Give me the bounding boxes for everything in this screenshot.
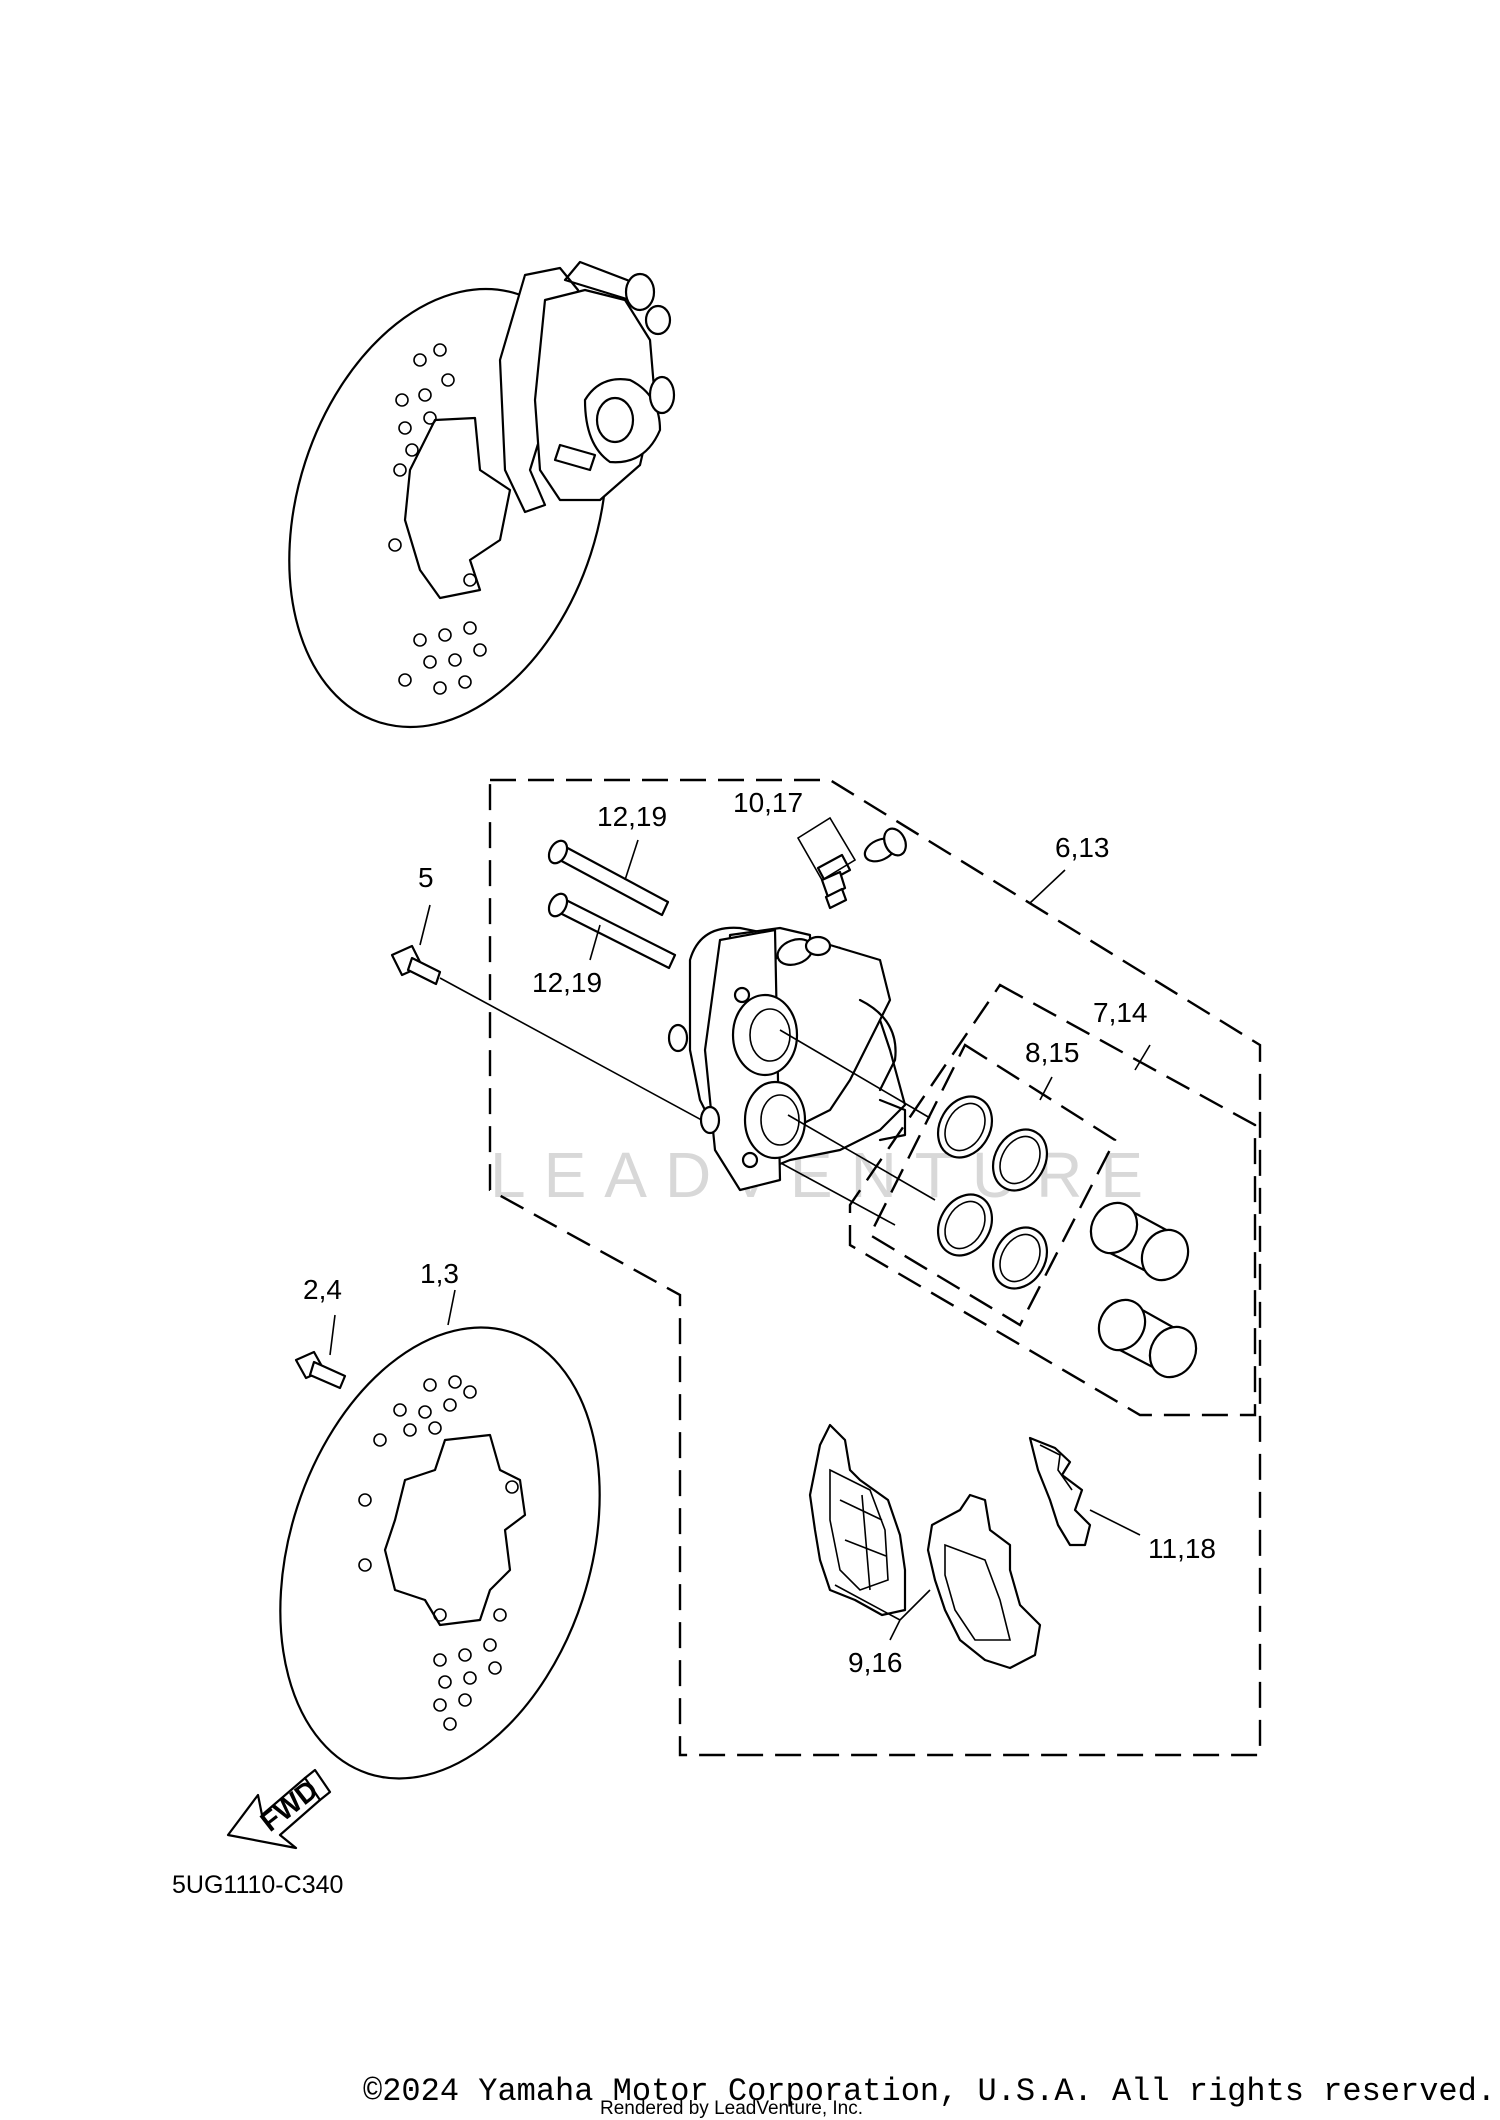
piston-seals [936,1095,1049,1290]
fwd-arrow-icon: FWD [226,1768,332,1850]
caliper-assy-outline [488,778,1262,1757]
brake-rotor [279,1326,601,1780]
bleed-screw [796,816,907,910]
slide-pin-lower [547,892,677,970]
label-pin-lower: 12,19 [532,967,602,998]
label-pin-upper: 12,19 [597,801,667,832]
label-caliper-assy: 6,13 [1055,832,1110,863]
brake-pad-rear [926,1493,1042,1670]
label-rotor: 1,3 [420,1258,459,1289]
pistons [1089,1201,1198,1379]
label-rotor-bolt: 2,4 [303,1274,342,1305]
label-bleed-screw: 10,17 [733,787,803,818]
seal-kit-outline [848,983,1257,1417]
overview-assembly [288,260,676,729]
label-pad-spring: 11,18 [1148,1533,1216,1564]
piston-seal-outline [868,1043,1117,1327]
caliper-bolt [390,944,896,1226]
caliper-body [667,926,936,1201]
label-caliper-bolt: 5 [418,862,434,893]
label-seal-kit: 7,14 [1093,997,1148,1028]
slide-pin-upper [547,839,670,917]
label-piston-seal: 8,15 [1025,1037,1080,1068]
copyright-notice: ©2024 Yamaha Motor Corporation, U.S.A. A… [363,2073,1496,2110]
diagram-code: 5UG1110-C340 [172,1871,343,1899]
rotor-bolt [294,1350,347,1390]
label-brake-pads: 9,16 [848,1647,903,1678]
pad-spring [1028,1436,1092,1547]
rendered-by: Rendered by LeadVenture, Inc. [600,2098,864,2119]
brake-pad-front [808,1423,907,1617]
